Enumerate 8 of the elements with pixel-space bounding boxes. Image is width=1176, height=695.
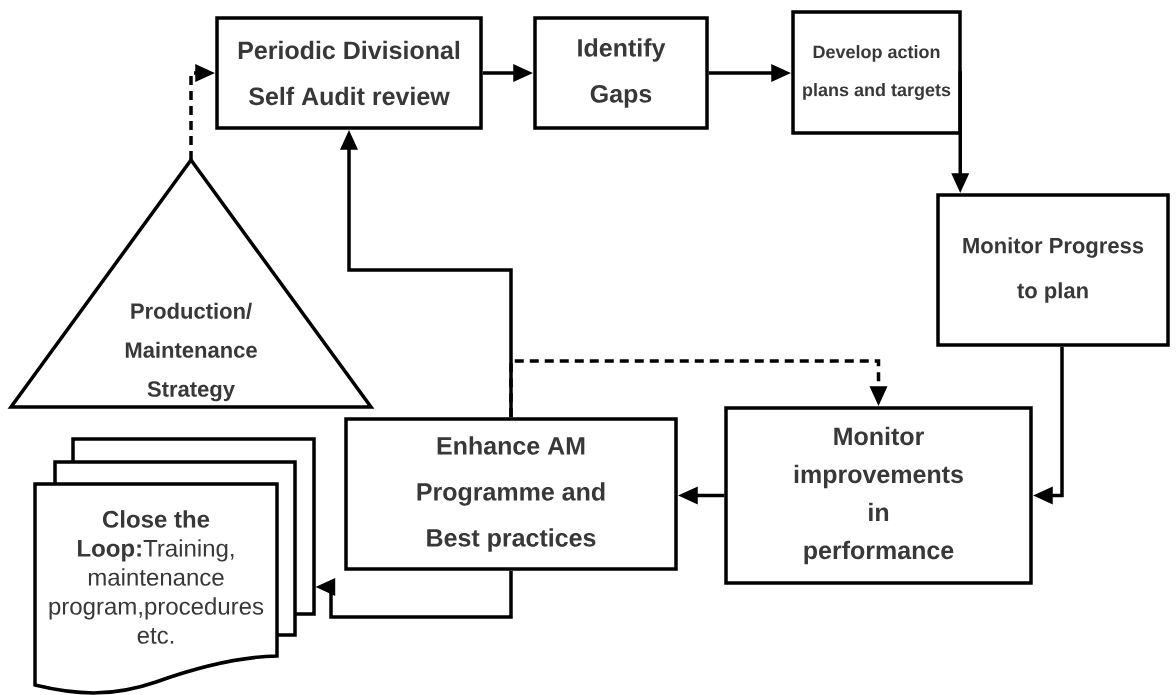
arrow: [509, 359, 888, 418]
process-box: Develop action plans and targets: [791, 10, 962, 135]
process-box: Monitor Progress to plan: [936, 193, 1170, 347]
document-stack: Close the Loop:Training, maintenance program,procedures etc.: [33, 437, 316, 695]
process-box: Enhance AM Programme and Best practices: [344, 417, 678, 571]
process-box: Identify Gaps: [533, 16, 709, 130]
process-box: Periodic Divisional Self Audit review: [215, 16, 483, 130]
process-box: Monitor improvements in performance: [724, 406, 1033, 585]
